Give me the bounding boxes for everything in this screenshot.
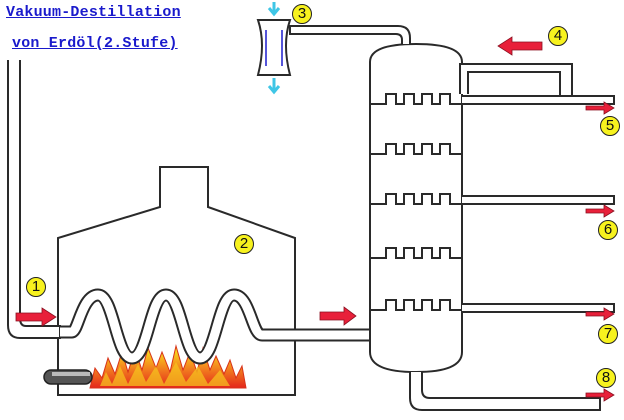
- reflux-pipe: [459, 63, 573, 101]
- arrow-coil-outlet: [319, 306, 357, 326]
- column-trays: [370, 93, 462, 311]
- arrow-reflux: [497, 36, 543, 56]
- marker-1: 1: [26, 277, 46, 297]
- furnace-flames: [89, 344, 247, 389]
- vacuum-pump: [256, 2, 292, 95]
- marker-6: 6: [598, 220, 618, 240]
- arrow-feed: [15, 307, 57, 327]
- burner: [43, 369, 93, 385]
- arrow-draw-8: [585, 388, 615, 402]
- vapor-pipe: [289, 25, 411, 44]
- title-line-1: Vakuum-Destillation: [6, 4, 181, 21]
- arrow-draw-7: [585, 307, 615, 321]
- distillation-column: [369, 42, 463, 374]
- marker-7: 7: [598, 324, 618, 344]
- side-draws: [462, 95, 615, 313]
- marker-8: 8: [596, 368, 616, 388]
- title-line-2: von Erdöl(2.Stufe): [12, 35, 178, 52]
- marker-3: 3: [292, 4, 312, 24]
- marker-4: 4: [548, 26, 568, 46]
- bottom-outlet-pipe: [409, 372, 601, 411]
- marker-2: 2: [234, 234, 254, 254]
- arrow-draw-5: [585, 101, 615, 115]
- arrow-draw-6: [585, 204, 615, 218]
- flow-arrows: [15, 36, 615, 402]
- marker-5: 5: [600, 116, 620, 136]
